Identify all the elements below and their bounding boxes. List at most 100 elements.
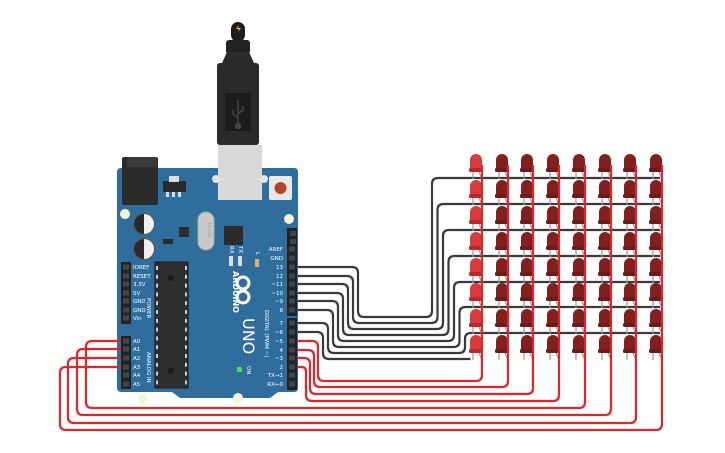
digital-pin[interactable] [289, 329, 295, 335]
power-pin[interactable] [123, 273, 129, 279]
led[interactable] [623, 335, 637, 361]
usb-icon [232, 100, 244, 130]
led[interactable] [623, 309, 637, 335]
led[interactable] [495, 232, 509, 258]
column-wire[interactable] [297, 165, 535, 396]
digital-pin[interactable] [289, 298, 295, 304]
analog-pin[interactable] [123, 364, 129, 370]
analog-pin[interactable] [123, 381, 129, 387]
power-pin[interactable] [123, 307, 129, 313]
led[interactable] [598, 154, 612, 180]
analog-pin[interactable] [123, 355, 129, 361]
led[interactable] [469, 206, 483, 232]
led[interactable] [572, 283, 586, 309]
led[interactable] [546, 232, 560, 258]
usb-cable[interactable] [217, 22, 259, 145]
row-wire[interactable] [297, 176, 660, 319]
digital-pin[interactable] [290, 239, 296, 244]
led[interactable] [520, 335, 534, 361]
led[interactable] [623, 258, 637, 284]
led[interactable] [520, 180, 534, 206]
led[interactable] [520, 258, 534, 284]
digital-pin[interactable] [289, 320, 295, 326]
column-wire[interactable] [84, 165, 587, 410]
led[interactable] [469, 180, 483, 206]
led[interactable] [469, 154, 483, 180]
column-wire[interactable] [58, 165, 664, 432]
column-wire[interactable] [75, 165, 613, 417]
power-pin[interactable] [123, 315, 129, 321]
digital-pin[interactable] [289, 355, 295, 361]
digital-pin[interactable] [289, 364, 295, 370]
digital-pin[interactable] [290, 231, 296, 236]
led[interactable] [598, 283, 612, 309]
led[interactable] [546, 154, 560, 180]
column-wire[interactable] [297, 165, 510, 389]
led[interactable] [623, 232, 637, 258]
led[interactable] [623, 154, 637, 180]
led[interactable] [623, 283, 637, 309]
led[interactable] [469, 283, 483, 309]
digital-pin[interactable] [289, 338, 295, 344]
led[interactable] [546, 258, 560, 284]
column-wire[interactable] [66, 165, 638, 425]
digital-pin[interactable] [289, 273, 295, 279]
led[interactable] [623, 180, 637, 206]
led[interactable] [495, 309, 509, 335]
digital-pin[interactable] [289, 255, 295, 261]
row-wire[interactable] [297, 280, 660, 343]
led[interactable] [598, 180, 612, 206]
arduino-uno-board[interactable]: 16.000 RX TX L ARDUINO UNO ON DIGITAL (P… [117, 145, 298, 404]
led[interactable] [520, 283, 534, 309]
led[interactable] [495, 283, 509, 309]
led[interactable] [546, 309, 560, 335]
led[interactable] [520, 309, 534, 335]
power-pin[interactable] [123, 264, 129, 270]
led[interactable] [598, 335, 612, 361]
digital-pin[interactable] [289, 307, 295, 313]
led[interactable] [598, 232, 612, 258]
led[interactable] [495, 154, 509, 180]
led[interactable] [469, 309, 483, 335]
led[interactable] [649, 154, 663, 180]
analog-pin[interactable] [123, 338, 129, 344]
led[interactable] [649, 206, 663, 232]
led[interactable] [598, 309, 612, 335]
row-wire[interactable] [297, 321, 660, 355]
row-wire[interactable] [297, 330, 471, 361]
led-matrix[interactable] [469, 154, 663, 361]
led[interactable] [469, 232, 483, 258]
digital-pin[interactable] [289, 372, 295, 378]
digital-pin[interactable] [289, 347, 295, 353]
led[interactable] [649, 258, 663, 284]
led[interactable] [649, 180, 663, 206]
column-wire[interactable] [297, 165, 484, 383]
row-wire[interactable] [297, 202, 660, 325]
led[interactable] [572, 180, 586, 206]
analog-pin[interactable] [123, 346, 129, 352]
led[interactable] [520, 154, 534, 180]
power-pin[interactable] [123, 281, 129, 287]
row-wire[interactable] [297, 254, 660, 337]
power-pin[interactable] [123, 298, 129, 304]
led[interactable] [495, 206, 509, 232]
led[interactable] [520, 206, 534, 232]
digital-pin[interactable] [289, 246, 295, 252]
power-pin[interactable] [123, 290, 129, 296]
led[interactable] [649, 335, 663, 361]
row-wire[interactable] [297, 305, 660, 349]
led[interactable] [520, 232, 534, 258]
led[interactable] [598, 206, 612, 232]
digital-pin[interactable] [289, 281, 295, 287]
digital-pin[interactable] [289, 381, 295, 387]
row-wire[interactable] [297, 228, 660, 331]
led[interactable] [572, 154, 586, 180]
led-body [496, 335, 508, 351]
led[interactable] [546, 335, 560, 361]
analog-pin[interactable] [123, 372, 129, 378]
column-wire[interactable] [297, 165, 561, 403]
digital-pin[interactable] [289, 264, 295, 270]
led[interactable] [469, 335, 483, 361]
digital-pin[interactable] [289, 290, 295, 296]
